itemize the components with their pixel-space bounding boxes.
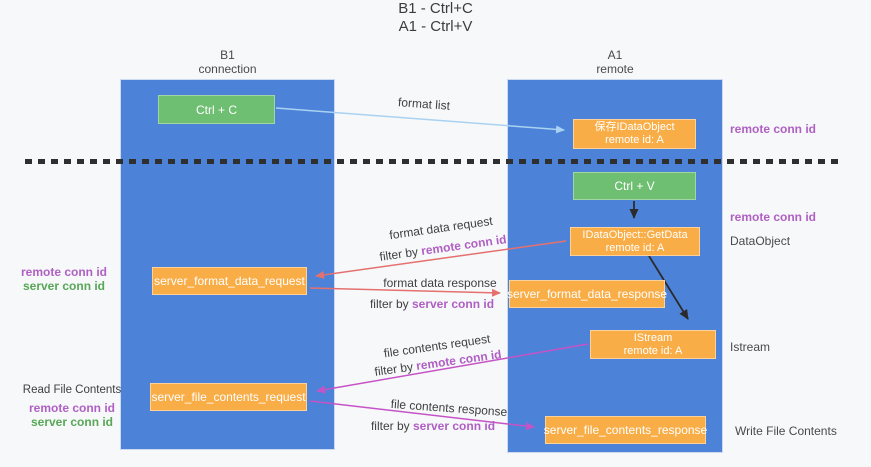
node-file-response-label: server_file_contents_response [543,423,708,437]
label-istream: Istream [730,340,771,354]
node-file-request-label: server_file_contents_request [151,390,306,404]
node-istream-line2: remote id: A [623,344,683,357]
filter-by-text: filter by [370,419,413,433]
label-server-conn-id-left: server conn id [22,279,106,293]
label-server-conn-id-left-bottom: server conn id [30,415,114,429]
label-remote-conn-id-top-right: remote conn id [730,122,817,136]
node-format-response-label: server_format_data_response [506,287,668,301]
column-b1-name: B1 [220,48,235,62]
column-b1-subtitle: connection [198,62,257,76]
node-ctrl-c: Ctrl + C [158,95,275,124]
label-write-file-contents: Write File Contents [735,424,837,438]
column-header-a1: A1 remote [507,48,723,76]
node-istream-line1: IStream [633,331,673,344]
label-format-list: format list [397,95,451,113]
label-file-contents-response: file contents response [390,396,508,420]
filter-by-text: filter by [369,297,412,311]
left-file-conn-ids: Read File Contents remote conn id server… [20,383,124,429]
node-idataobject-getdata: IDataObject::GetData remote id: A [570,227,700,256]
node-save-idataobject-line1: 保存IDataObject [594,121,675,133]
node-format-request-label: server_format_data_request [154,274,305,288]
filter-by-text: filter by [373,359,418,379]
node-istream: IStream remote id: A [590,330,716,359]
label-file-contents-response-filter: filter by server conn id [371,419,495,433]
session-divider-dashed-line [25,159,838,164]
column-a1-subtitle: remote [596,62,634,76]
title-line-1: B1 - Ctrl+C [398,0,473,17]
left-format-conn-ids: remote conn id server conn id [14,265,114,293]
filter-by-text: filter by [378,244,423,264]
node-save-idataobject-line2: remote id: A [605,134,664,146]
column-a1-name: A1 [607,48,623,62]
server-conn-id-text: server conn id [411,297,495,311]
label-remote-conn-id-left: remote conn id [20,265,107,279]
label-dataobject: DataObject [730,234,791,248]
node-ctrl-v-label: Ctrl + V [614,179,655,193]
node-server-file-contents-response: server_file_contents_response [543,416,708,444]
title-line-2: A1 - Ctrl+V [398,18,473,35]
label-remote-conn-id-left-bottom: remote conn id [28,401,115,415]
node-getdata-line1: IDataObject::GetData [582,228,688,241]
node-server-file-contents-request: server_file_contents_request [150,383,307,411]
node-getdata-line2: remote id: A [605,241,665,254]
label-read-file-contents: Read File Contents [22,384,122,396]
label-format-data-response: format data response [383,276,497,290]
server-conn-id-text: server conn id [412,419,496,433]
node-ctrl-v: Ctrl + V [573,172,696,200]
diagram-title: B1 - Ctrl+C A1 - Ctrl+V [0,0,871,36]
label-format-data-response-filter: filter by server conn id [370,297,494,311]
column-header-b1: B1 connection [120,48,335,76]
node-server-format-data-response: server_format_data_response [506,280,668,308]
node-save-idataobject: 保存IDataObject remote id: A [573,119,696,149]
node-ctrl-c-label: Ctrl + C [195,102,237,117]
label-remote-conn-id-mid-right: remote conn id [730,210,817,224]
node-server-format-data-request: server_format_data_request [152,267,307,295]
